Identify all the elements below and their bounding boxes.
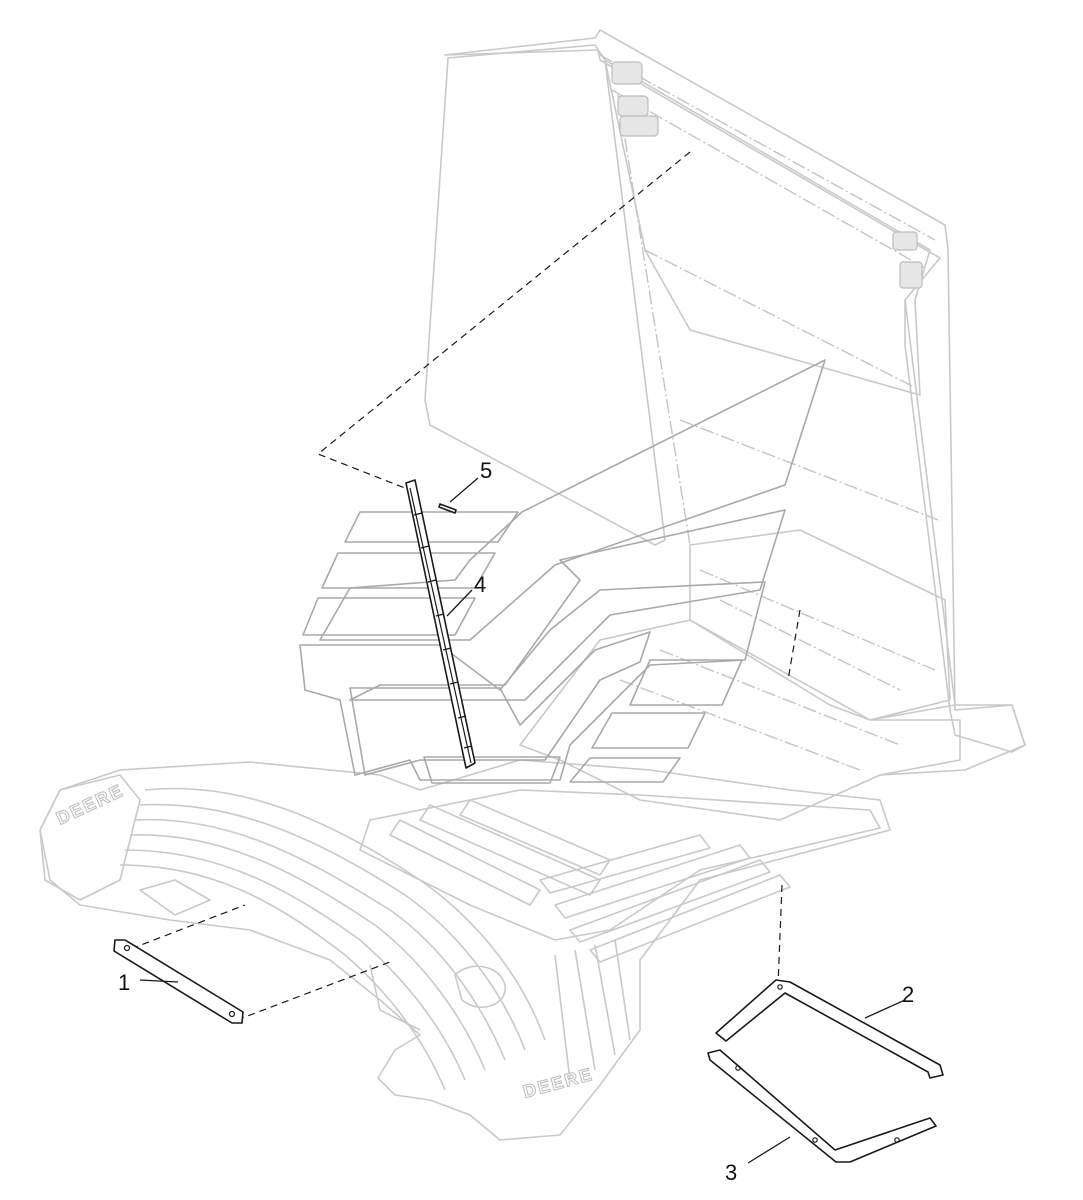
- hood-vents: [389, 799, 791, 963]
- platform-seam-1: [619, 679, 861, 771]
- hinge-upper: [611, 61, 643, 85]
- brand-mark-front: DEERE: [53, 780, 127, 829]
- hood-support: [369, 964, 421, 1031]
- ghosted-tractor-body: DEERE DEERE: [39, 29, 1026, 1141]
- hood-grille-front: [39, 774, 141, 901]
- latch-lower: [899, 261, 923, 289]
- callout-2: 2: [902, 982, 914, 1007]
- phantom-line-cab-to-strip: [316, 151, 691, 491]
- hinge-middle: [617, 95, 649, 117]
- leader-1: [139, 979, 179, 983]
- decal-base-strip: [423, 756, 561, 784]
- latch-upper: [892, 231, 918, 251]
- callout-labels: 1 2 3 4 5: [118, 458, 914, 1185]
- part-3-frame[interactable]: [707, 1049, 937, 1163]
- callout-1: 1: [118, 970, 130, 995]
- decal-square-3: [569, 757, 681, 783]
- trim-strip-clips: [413, 512, 473, 749]
- part-1-strip[interactable]: [113, 939, 244, 1024]
- cab-pillar-line: [617, 94, 691, 546]
- side-decal-stripes: [299, 359, 826, 784]
- part-2-frame[interactable]: [715, 979, 944, 1079]
- hood-top-panel: [359, 789, 881, 941]
- decal-square-2: [591, 712, 706, 749]
- decal-panel-big: [299, 581, 766, 781]
- decal-stripe-outer: [319, 359, 826, 641]
- leader-2: [864, 999, 906, 1019]
- callout-5: 5: [480, 458, 492, 483]
- leader-5: [449, 477, 479, 503]
- hood-outline: [39, 759, 891, 1141]
- callout-leaders: [139, 477, 906, 1164]
- platform-seam-2: [659, 649, 901, 746]
- platform-rear-lip: [869, 704, 1026, 776]
- cab-frame-inner: [604, 59, 931, 396]
- part-4-trim-strip[interactable]: [405, 479, 476, 769]
- hood-fuel-cap: [454, 965, 506, 1009]
- leader-4: [446, 589, 473, 617]
- decal-bar-top: [344, 511, 519, 543]
- cab-lower-rail: [679, 419, 939, 521]
- cab-rear-panel: [444, 29, 1026, 753]
- brand-mark-rear: DEERE: [521, 1064, 596, 1102]
- cab-mid-rail: [644, 249, 921, 391]
- phantom-line-2a: [787, 609, 801, 681]
- leader-3: [747, 1136, 791, 1164]
- decal-bar-lower: [302, 597, 476, 636]
- decal-bar-middle: [321, 552, 496, 589]
- cab-upper-rail: [611, 89, 926, 269]
- callout-3: 3: [725, 1160, 737, 1185]
- phantom-lines: [119, 151, 801, 1021]
- callout-4: 4: [474, 572, 486, 597]
- decal-stripe-middle: [349, 509, 786, 701]
- cab-window-outline: [424, 44, 666, 546]
- phantom-line-1b: [236, 961, 391, 1021]
- part-5-pin[interactable]: [438, 503, 457, 514]
- hood-ribs: [119, 787, 631, 1091]
- floor-step-2: [719, 599, 901, 691]
- hinge-lower: [619, 115, 659, 137]
- phantom-line-1a: [119, 904, 246, 954]
- hood-underside-box: [139, 879, 211, 916]
- decal-square-1: [629, 659, 743, 706]
- floor-step-1: [699, 569, 936, 671]
- decal-panel-inner: [349, 631, 651, 776]
- cab-roof-rail: [599, 54, 936, 241]
- cab-floor-outline: [689, 529, 951, 721]
- phantom-line-2b: [777, 884, 783, 986]
